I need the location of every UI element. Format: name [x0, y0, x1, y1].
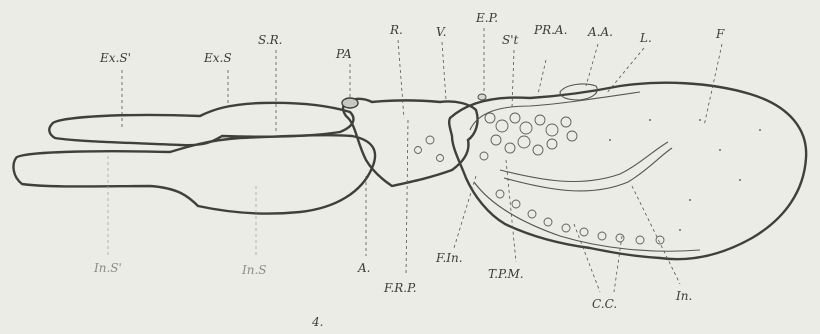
label-ins: In.S: [241, 263, 267, 277]
label-v: V.: [436, 25, 446, 39]
label-r: R.: [389, 23, 403, 37]
specimen-outline: [14, 83, 807, 259]
knob-ep: [478, 94, 486, 100]
label-a: A.: [357, 261, 370, 275]
label-sr: S.R.: [258, 33, 282, 47]
internal-sheath-lower: [14, 135, 376, 213]
label-frp: F.R.P.: [383, 281, 417, 295]
label-exs-prime: Ex.S': [99, 51, 131, 65]
label-ins-prime: In.S': [93, 261, 122, 275]
figure-labels: Ex.S' Ex.S S.R. PA R. V. E.P. S't PR.A. …: [93, 11, 725, 329]
external-sheath-upper: [49, 103, 353, 145]
label-cc: C.C.: [592, 297, 617, 311]
figure-number: 4.: [311, 315, 323, 329]
label-pra: PR.A.: [533, 23, 567, 37]
label-pa: PA: [335, 47, 352, 61]
label-l: L.: [639, 31, 652, 45]
label-ep: E.P.: [475, 11, 498, 25]
tip-pa: [342, 98, 358, 108]
label-aa: A.A.: [587, 25, 613, 39]
label-in: In.: [675, 289, 692, 303]
label-fin: F.In.: [435, 251, 463, 265]
label-f: F: [715, 27, 725, 41]
label-st: S't: [502, 33, 519, 47]
label-tpm: T.P.M.: [488, 267, 524, 281]
inner-tube: [500, 142, 672, 191]
leader-lines: [108, 28, 722, 292]
label-exs: Ex.S: [203, 51, 232, 65]
